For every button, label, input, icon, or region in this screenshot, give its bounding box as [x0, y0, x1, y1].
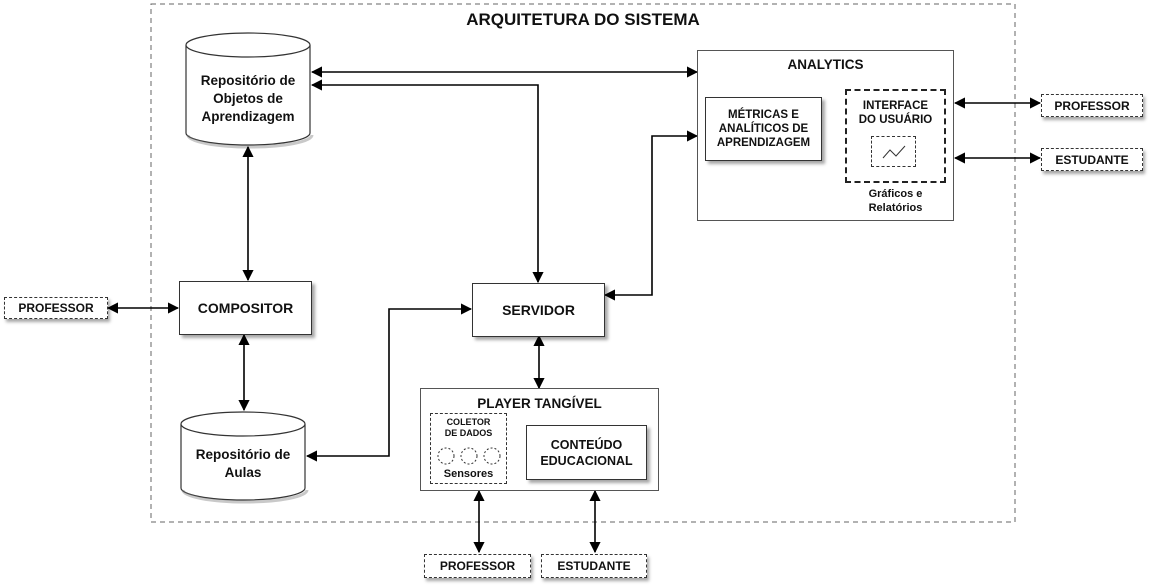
sensor-icon	[460, 447, 478, 465]
repo-aulas-cylinder	[180, 411, 309, 504]
servidor-box: SERVIDOR	[472, 283, 605, 337]
arrow-repo-servidor	[310, 79, 544, 284]
arrow-servidor-analytics	[603, 130, 699, 301]
player-title: PLAYER TANGÍVEL	[477, 396, 602, 411]
repo-objetos-cylinder	[185, 32, 314, 149]
sensor-icon	[483, 447, 501, 465]
analytics-title: ANALYTICS	[787, 57, 864, 72]
metricas-label: MÉTRICAS E ANALÍTICOS DE APRENDIZAGEM	[716, 109, 811, 149]
diagram-title: ARQUITETURA DO SISTEMA	[466, 10, 700, 29]
servidor-label: SERVIDOR	[502, 302, 575, 318]
coletor-label: COLETOR DE DADOS	[444, 417, 493, 438]
repo-objetos-label: Repositório de Objetos de Aprendizagem	[200, 73, 296, 124]
connectors	[106, 66, 1042, 554]
conteudo-label: CONTEÚDO EDUCACIONAL	[540, 437, 633, 468]
actor-estudante-bottom: ESTUDANTE	[541, 554, 647, 578]
sensores-label: Sensores	[443, 468, 494, 480]
compositor-box: COMPOSITOR	[179, 281, 312, 335]
chart-icon	[871, 136, 916, 167]
actor-professor-right: PROFESSOR	[1041, 94, 1143, 117]
compositor-label: COMPOSITOR	[197, 300, 294, 316]
system-boundary	[150, 3, 1016, 523]
conteudo-box: CONTEÚDO EDUCACIONAL	[526, 425, 647, 480]
metricas-box: MÉTRICAS E ANALÍTICOS DE APRENDIZAGEM	[705, 97, 822, 161]
repo-aulas-label: Repositório de Aulas	[195, 447, 291, 480]
sensor-icon	[437, 447, 455, 465]
actor-professor-left: PROFESSOR	[4, 297, 108, 319]
sensor-icons	[436, 446, 502, 466]
actor-professor-bottom: PROFESSOR	[424, 554, 531, 578]
graficos-label: Gráficos e Relatórios	[868, 188, 923, 214]
interface-label: INTERFACE DO USUÁRIO	[858, 100, 933, 126]
actor-estudante-right: ESTUDANTE	[1041, 148, 1143, 171]
arrow-aulas-servidor	[305, 303, 473, 462]
